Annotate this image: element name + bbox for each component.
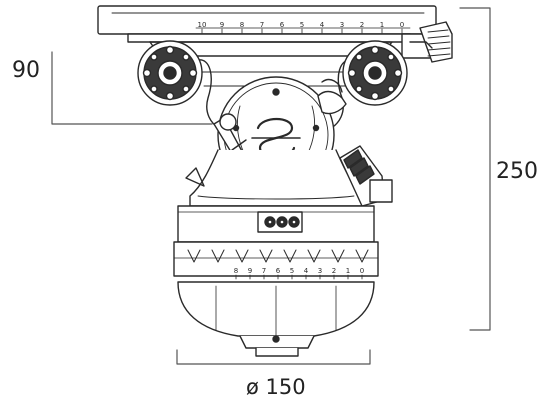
diameter-dimension-line	[176, 349, 371, 365]
dimension-lines	[51, 7, 491, 365]
pan-drag-ring[interactable]	[173, 241, 379, 277]
plate-scale-tick-label: 3	[340, 21, 344, 29]
plate-scale-tick-label: 8	[240, 21, 244, 29]
offset-dimension-line	[51, 51, 213, 125]
camera-plate	[97, 5, 437, 57]
level-scale-tick-label: 0	[360, 267, 364, 275]
height-dimension-line	[459, 7, 491, 331]
level-scale-tick-label: 8	[234, 267, 238, 275]
right-knob-icon[interactable]	[342, 40, 408, 106]
plate-scale-tick-label: 7	[260, 21, 264, 29]
plate-scale-tick-label: 0	[400, 21, 404, 29]
offset-dimension-label: 90	[12, 58, 40, 83]
height-dimension-label: 250	[496, 159, 538, 184]
level-scale-tick-label: 3	[318, 267, 322, 275]
level-tick-labels: 8 9 7 6 5 4 3 2 1 0	[234, 267, 364, 280]
base-housing	[177, 205, 375, 243]
level-scale-tick-label: 7	[262, 267, 266, 275]
counterbalance-arm	[317, 78, 347, 115]
pan-handle-socket-icon[interactable]	[339, 145, 393, 207]
level-scale-tick-label: 4	[304, 267, 309, 275]
level-scale-tick-label: 6	[276, 267, 281, 275]
diameter-dimension-label: ø 150	[246, 375, 306, 399]
level-scale-tick-label: 1	[346, 267, 350, 275]
plate-clamp	[401, 21, 453, 63]
level-scale-tick-label: 5	[290, 267, 294, 275]
level-scale-tick-label: 9	[248, 267, 252, 275]
level-scale-tick-label: 2	[332, 267, 336, 275]
plate-scale-tick-label: 5	[300, 21, 304, 29]
plate-scale-tick-label: 1	[380, 21, 384, 29]
head-body	[185, 149, 365, 207]
plate-scale-tick-label: 9	[220, 21, 224, 29]
plate-scale-tick-label: 2	[360, 21, 364, 29]
plate-scale-tick-label: 4	[320, 21, 325, 29]
left-knob-icon[interactable]	[137, 40, 203, 106]
plate-scale-tick-label: 10	[198, 21, 207, 29]
bowl-base	[177, 281, 375, 357]
plate-scale-tick-label: 6	[280, 21, 285, 29]
